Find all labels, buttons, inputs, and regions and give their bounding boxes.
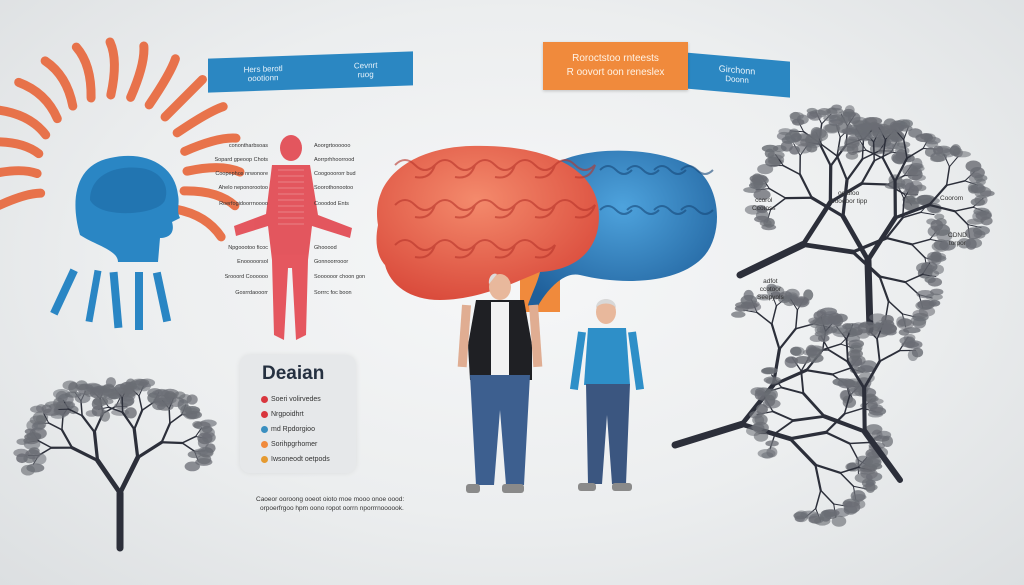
legend-item: Soeri volirvedes bbox=[261, 396, 321, 403]
body-label-left: Npgoootoo ficoc bbox=[228, 245, 268, 251]
body-label-right: Soorothonootoo bbox=[314, 185, 354, 191]
legend-dot bbox=[261, 396, 268, 403]
body-label-right: Coogooororr bud bbox=[314, 171, 356, 177]
orange-title-box: Roroctstoo rnteests R oovort oon renesle… bbox=[543, 42, 688, 90]
tree-label: Coorom bbox=[940, 195, 963, 203]
title-line: Roroctstoo rnteests bbox=[572, 53, 659, 64]
caption-line: orpoerfrgoo hpm oono ropot oorrn nporrrn… bbox=[260, 505, 404, 512]
body-label-left: Ahelo neponorootoo bbox=[218, 185, 268, 191]
legend-title: Deaian bbox=[262, 363, 325, 384]
legend-item: Iwsoneodt oetpods bbox=[261, 456, 330, 463]
brain-folds bbox=[394, 159, 596, 259]
body-label-left: Srooord Coooooo bbox=[224, 274, 268, 280]
body-label-right: Ghooood bbox=[314, 245, 337, 251]
body-label-left: Sopard gpeoop Chots bbox=[214, 157, 268, 163]
body-label-right: Aorrprhhoorrood bbox=[314, 157, 355, 163]
legend-dot bbox=[261, 456, 268, 463]
legend-label: Nrgpoidhrt bbox=[271, 411, 304, 418]
older-woman-figure bbox=[569, 299, 645, 491]
body-label-left: Enooooorsol bbox=[237, 259, 268, 265]
tree-label-line: CDND bbox=[948, 232, 967, 239]
tree-label-line: Coorom bbox=[940, 195, 964, 202]
tree-label-line: Seepyols bbox=[757, 294, 784, 301]
orange-swirl-decoration bbox=[0, 37, 245, 242]
red-brain-icon bbox=[376, 145, 599, 300]
legend-dot bbox=[261, 426, 268, 433]
body-label-right: Aoorgrtoooooo bbox=[314, 143, 351, 149]
body-label-right: Soooooor choon gon bbox=[314, 274, 366, 280]
body-label-left: Roerfogidoorrnoooo bbox=[219, 201, 268, 207]
older-man-figure bbox=[457, 273, 543, 493]
legend-label: Iwsoneodt oetpods bbox=[271, 456, 330, 463]
human-body-icon bbox=[234, 135, 352, 340]
legend-dot bbox=[261, 441, 268, 448]
tree-label-line: ccotoor bbox=[759, 286, 782, 293]
tree-label-line: Ccotoss bbox=[752, 205, 776, 212]
body-label-right: Gonnoorrooor bbox=[314, 259, 349, 265]
legend-item: Nrgpoidhrt bbox=[261, 411, 304, 418]
tree-icons bbox=[13, 104, 995, 552]
tree-label-line: torpor bbox=[948, 240, 966, 247]
banner-text: oootionn bbox=[247, 73, 279, 84]
tree-label-line: oc dfoo bbox=[837, 190, 860, 197]
tree-label-line: Cooooor tipp bbox=[830, 198, 868, 205]
body-label-left: Coopephos nrwonore bbox=[215, 171, 268, 177]
caption: Caoeor ooroong ooeot oioto rnoe mooo ono… bbox=[256, 496, 404, 512]
body-label-left: Gosrrdaooorr bbox=[235, 290, 268, 296]
legend-label: Soeri volirvedes bbox=[271, 396, 321, 403]
body-label-right: Cooodod Ents bbox=[314, 201, 349, 207]
banner-text: Cevnrt bbox=[353, 60, 378, 71]
caption-line: Caoeor ooroong ooeot oioto rnoe mooo ono… bbox=[256, 496, 405, 503]
tree-label-line: adfot bbox=[763, 278, 778, 285]
legend-item: md Rpdorgioo bbox=[261, 426, 315, 433]
legend-dot bbox=[261, 411, 268, 418]
tools-decoration bbox=[50, 268, 172, 330]
legend-label: md Rpdorgioo bbox=[271, 426, 315, 433]
tree-label-line: ccorol bbox=[755, 197, 773, 204]
body-label-left: conontharbsoas bbox=[228, 143, 268, 149]
legend-item: Sorihpgrhomer bbox=[261, 441, 317, 448]
legend-label: Sorihpgrhomer bbox=[271, 441, 318, 448]
brain-in-head bbox=[90, 167, 167, 214]
brain-folds-blue bbox=[599, 165, 714, 215]
title-line: R oovort oon reneslex bbox=[566, 67, 665, 78]
banner-text: ruog bbox=[357, 69, 374, 80]
body-label-right: Sorrrc foc boon bbox=[314, 290, 352, 296]
